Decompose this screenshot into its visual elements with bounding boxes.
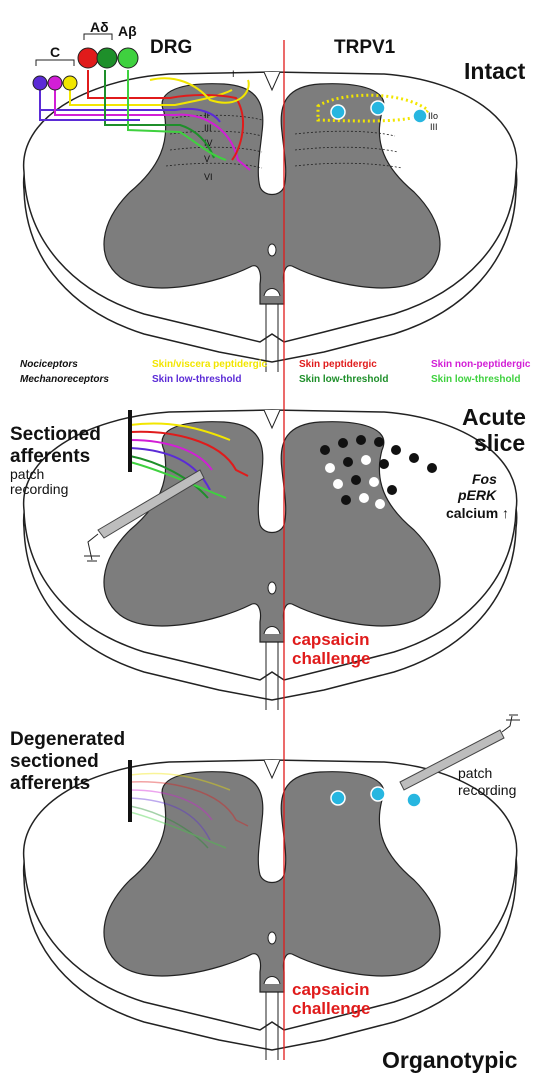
lamina-label: IIo [428,111,438,121]
patch-label-line1: patch [458,765,492,781]
lamina-label: V [204,154,210,164]
trpv1-label: TRPV1 [334,37,396,58]
calcium-label: calcium ↑ [446,505,509,521]
spinal-cord-section [24,760,517,1060]
panel-acute-slice: Acute slice Sectioned afferents patch re… [10,404,526,710]
legend-item: Skin low-threshold [431,374,520,385]
degenerated-label-line1: Degenerated [10,729,125,750]
capsaicin-challenge-line2: challenge [292,649,370,668]
degenerated-label-line3: afferents [10,773,90,794]
legend-item: Skin/viscera peptidergic [152,359,267,370]
capsaicin-challenge-line1: capsaicin [292,980,370,999]
panel-title-intact: Intact [464,58,526,84]
capsaicin-challenge-line2: challenge [292,999,370,1018]
fiber-label-adelta: Aδ [90,19,109,35]
patch-label-line2: recording [10,481,68,497]
legend-nociceptors-label: Nociceptors [20,359,78,370]
lamina-label: VI [204,172,213,182]
degenerated-label-line2: sectioned [10,751,99,772]
patch-label-line1: patch [10,466,44,482]
fiber-label-abeta: Aβ [118,23,137,39]
spinal-cord-section [24,72,517,372]
panel-intact: I II III IV V VI IIo III C [20,19,531,385]
capsaicin-challenge-line1: capsaicin [292,630,370,649]
sectioned-afferents-label-line1: Sectioned [10,424,101,445]
legend-item: Skin peptidergic [299,359,377,370]
perk-label: pERK [457,487,497,503]
cut-line [128,760,132,822]
c-fiber-bracket [36,60,74,66]
sectioned-afferents-label-line2: afferents [10,446,90,467]
drg-label: DRG [150,37,192,58]
patch-label-line2: recording [458,782,516,798]
lamina-label: I [232,69,235,79]
panel-title-acute-line2: slice [474,430,525,456]
spinal-cord-section [24,410,517,710]
legend: Nociceptors Mechanoreceptors Skin/viscer… [20,359,531,385]
panel-title-organotypic: Organotypic [382,1047,518,1073]
legend-item: Skin low-threshold [299,374,388,385]
legend-item: Skin non-peptidergic [431,359,531,370]
lamina-label: III [204,123,212,133]
fiber-label-c: C [50,44,60,60]
lamina-label: III [430,122,438,132]
cut-line [128,410,132,472]
legend-item: Skin low-threshold [152,374,241,385]
legend-mechanoreceptors-label: Mechanoreceptors [20,374,109,385]
panel-organotypic: Degenerated sectioned afferents patch re… [10,715,520,1073]
panel-title-acute-line1: Acute [462,404,526,430]
fos-label: Fos [472,471,497,487]
